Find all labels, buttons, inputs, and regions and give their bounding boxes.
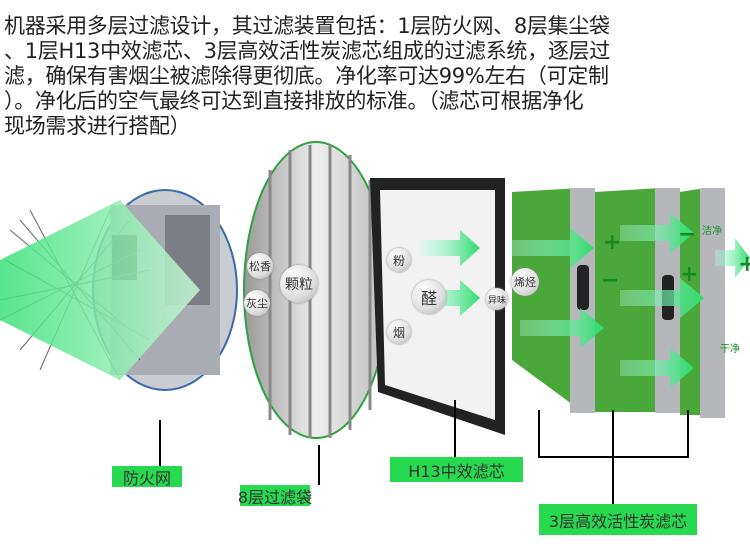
bubble-powder: 粉 — [387, 248, 411, 272]
label-bag-filter: 8层过滤袋 — [238, 485, 312, 507]
plus-ion-icon: + — [603, 230, 622, 255]
intro-line: ）。净化后的空气最终可达到直接排放的标准。（滤芯可根据净化 — [4, 89, 584, 113]
label-carbon-filter: 3层高效活性炭滤芯 — [539, 504, 697, 535]
label-clean-2: 干净 — [720, 344, 740, 355]
minus-ion-icon: − — [601, 268, 620, 293]
bubble-aldehyde: 醛 — [412, 280, 446, 314]
intro-line: 现场需求进行搭配） — [4, 114, 191, 138]
intro-line: 、1层H13中效滤芯、3层高效活性炭滤芯组成的过滤系统，逐层过 — [4, 39, 610, 63]
plus-ion-icon: + — [680, 262, 699, 287]
bubble-smoke: 烟 — [387, 320, 411, 344]
label-clean-1: 洁净 — [702, 226, 722, 237]
bubble-rosin: 松香 — [247, 253, 273, 279]
bubble-olefin: 烯烃 — [511, 268, 539, 296]
label-h13-filter: H13中效滤芯 — [390, 457, 523, 482]
airflow-arrows — [420, 213, 750, 388]
air-inflow-cone — [0, 200, 200, 380]
intro-line: 机器采用多层过滤设计，其过滤装置包括：1层防火网、8层集尘袋 — [4, 14, 610, 38]
bubble-dust: 灰尘 — [244, 290, 270, 316]
bubble-odor: 异味 — [486, 288, 508, 310]
label-fire-mesh: 防火网 — [112, 466, 182, 488]
leader-lines — [159, 400, 689, 504]
minus-ion-icon: − — [678, 222, 697, 247]
bubble-particles: 颗粒 — [280, 265, 318, 303]
intro-text: 机器采用多层过滤设计，其过滤装置包括：1层防火网、8层集尘袋 、1层H13中效滤… — [4, 14, 749, 139]
plus-ion-icon: + — [738, 252, 750, 277]
intro-line: 滤，确保有害烟尘被滤除得更彻底。净化率可达99%左右（可定制 — [4, 64, 609, 88]
